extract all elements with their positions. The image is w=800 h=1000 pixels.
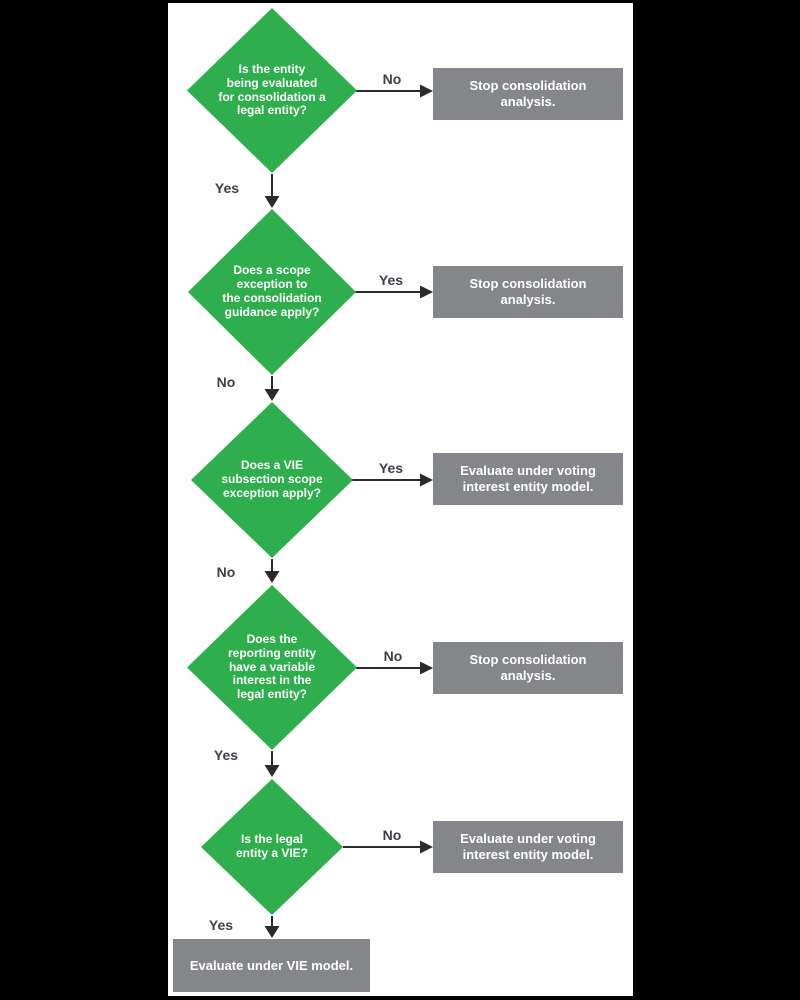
decision-4-question: Does the reporting entity have a variabl… bbox=[227, 632, 316, 702]
arrow-decision1-branch bbox=[356, 84, 433, 98]
outcome-box-1: Stop consolidation analysis. bbox=[433, 68, 623, 120]
continue-label-4: Yes bbox=[213, 747, 239, 763]
final-outcome-box: Evaluate under VIE model. bbox=[173, 939, 370, 992]
branch-label-5: No bbox=[382, 827, 402, 843]
decision-5-question: Is the legal entity a VIE? bbox=[235, 832, 309, 860]
continue-label-5: Yes bbox=[208, 917, 234, 933]
arrow-decision4-branch bbox=[356, 661, 433, 675]
outcome-box-2: Stop consolidation analysis. bbox=[433, 266, 623, 318]
decision-1-question: Is the entity being evaluated for consol… bbox=[218, 61, 326, 118]
outcome-box-1-text: Stop consolidation analysis. bbox=[469, 78, 587, 109]
arrow-decision1-continue bbox=[264, 174, 280, 208]
branch-label-4: No bbox=[383, 648, 403, 664]
outcome-box-4-text: Stop consolidation analysis. bbox=[469, 652, 587, 683]
continue-label-3: No bbox=[216, 564, 236, 580]
outcome-box-2-text: Stop consolidation analysis. bbox=[469, 276, 587, 307]
outcome-box-3-text: Evaluate under voting interest entity mo… bbox=[460, 463, 596, 494]
outcome-box-4: Stop consolidation analysis. bbox=[433, 642, 623, 694]
continue-label-2: No bbox=[216, 374, 236, 390]
branch-label-3: Yes bbox=[378, 460, 404, 476]
arrow-decision2-branch bbox=[355, 285, 433, 299]
outcome-box-3: Evaluate under voting interest entity mo… bbox=[433, 453, 623, 505]
final-outcome-text: Evaluate under VIE model. bbox=[189, 957, 354, 973]
arrow-decision3-continue bbox=[264, 559, 280, 583]
decision-3-question: Does a VIE subsection scope exception ap… bbox=[221, 458, 323, 500]
branch-label-1: No bbox=[382, 71, 402, 87]
outcome-box-5: Evaluate under voting interest entity mo… bbox=[433, 821, 623, 873]
branch-label-2: Yes bbox=[378, 272, 404, 288]
arrow-decision3-branch bbox=[352, 473, 433, 487]
decision-2-question: Does a scope exception to the consolidat… bbox=[222, 263, 322, 319]
arrow-decision5-branch bbox=[343, 840, 433, 854]
arrow-decision4-continue bbox=[264, 751, 280, 777]
arrow-decision2-continue bbox=[264, 376, 280, 401]
outcome-box-5-text: Evaluate under voting interest entity mo… bbox=[460, 831, 596, 862]
continue-label-1: Yes bbox=[214, 180, 240, 196]
arrow-decision5-continue bbox=[264, 916, 280, 938]
